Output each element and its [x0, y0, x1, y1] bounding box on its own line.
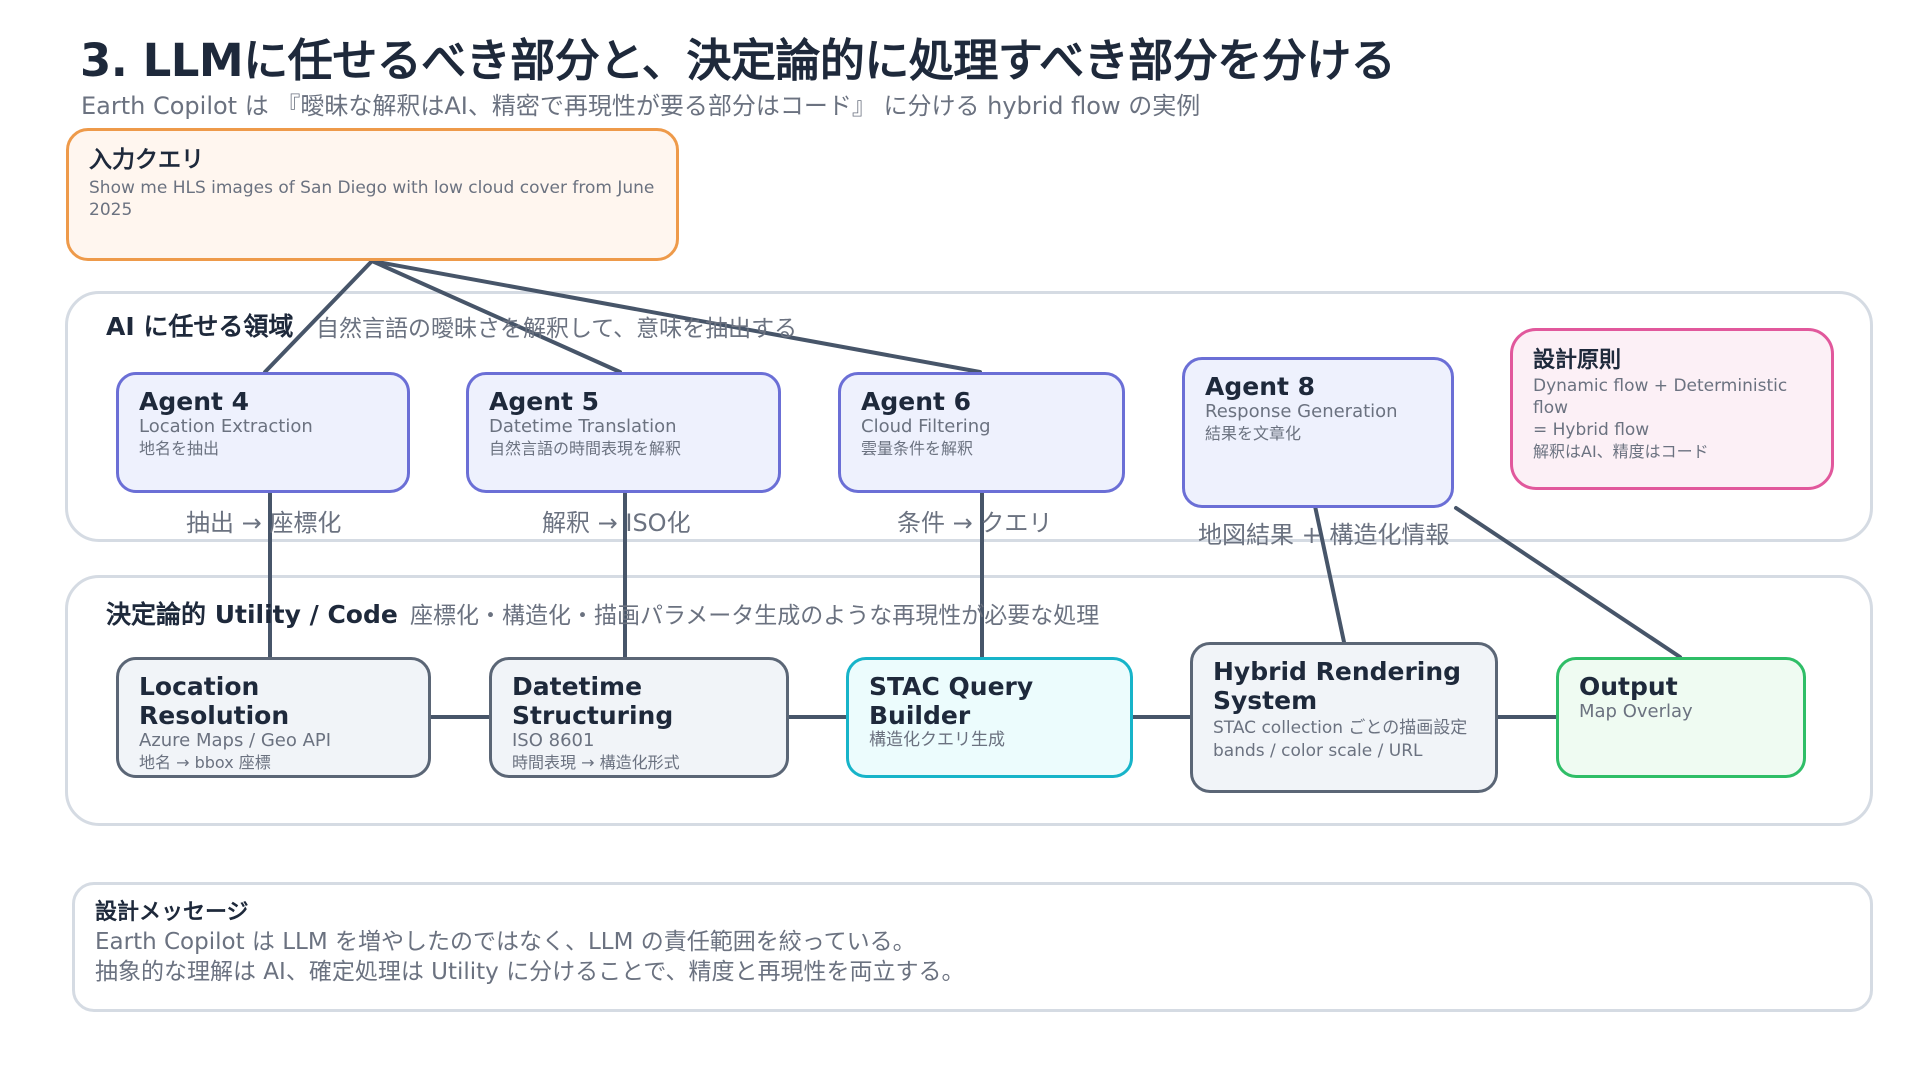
connector-query-agent5: [370, 259, 622, 374]
agent-subtitle: Cloud Filtering: [861, 416, 991, 437]
utility-title: Hybrid Rendering System: [1213, 657, 1462, 715]
page-title: 3. LLMに任せるべき部分と、決定論的に処理すべき部分を分ける: [80, 34, 1396, 87]
utility-title: Location Resolution: [139, 672, 290, 730]
agent-subtitle: Response Generation: [1205, 401, 1398, 422]
agent-8-node: Agent 8 Response Generation 結果を文章化: [1182, 357, 1454, 508]
connector-rendering-agent8: [1313, 504, 1346, 644]
utility-title: STAC Query Builder: [869, 672, 1034, 730]
message-line: 抽象的な理解は AI、確定処理は Utility に分けることで、精度と再現性を…: [95, 959, 965, 985]
principle-line: = Hybrid flow: [1533, 420, 1650, 440]
agent-title: Agent 8: [1205, 372, 1316, 401]
edge-label-agent5: 解釈 → ISO化: [542, 509, 691, 537]
stac-query-builder-node: STAC Query Builder 構造化クエリ生成: [846, 657, 1133, 778]
message-title: 設計メッセージ: [95, 900, 249, 925]
principle-line: 解釈はAI、精度はコード: [1533, 442, 1709, 461]
message-line: Earth Copilot は LLM を増やしたのではなく、LLM の責任範囲…: [95, 929, 916, 955]
utility-line: 時間表現 → 構造化形式: [512, 753, 680, 772]
utility-line: 構造化クエリ生成: [869, 730, 1005, 750]
ai-panel-description: 自然言語の曖昧さを解釈して、意味を抽出する: [316, 316, 798, 342]
agent-title: Agent 4: [139, 387, 250, 416]
ai-panel-heading: AI に任せる領域: [106, 312, 294, 341]
agent-6-node: Agent 6 Cloud Filtering 雲量条件を解釈: [838, 372, 1125, 493]
agent-4-node: Agent 4 Location Extraction 地名を抽出: [116, 372, 410, 493]
utility-line: bands / color scale / URL: [1213, 741, 1423, 761]
edge-label-agent4: 抽出 → 座標化: [186, 509, 342, 537]
utility-title: Output: [1579, 672, 1678, 701]
agent-note: 雲量条件を解釈: [861, 439, 974, 458]
input-query-text: Show me HLS images of San Diego with low…: [89, 178, 655, 220]
utility-line: Azure Maps / Geo API: [139, 730, 332, 751]
agent-title: Agent 6: [861, 387, 972, 416]
principle-title: 設計原則: [1533, 348, 1622, 373]
agent-note: 自然言語の時間表現を解釈: [489, 439, 682, 458]
connector-agent8-output: [1454, 506, 1682, 659]
design-principle-box: 設計原則 Dynamic flow + Deterministic flow =…: [1510, 328, 1834, 490]
agent-note: 地名を抽出: [139, 439, 220, 458]
utility-panel-heading: 決定論的 Utility / Code: [106, 600, 398, 629]
utility-line: STAC collection ごとの描画設定: [1213, 718, 1468, 738]
datetime-structuring-node: Datetime Structuring ISO 8601 時間表現 → 構造化…: [489, 657, 789, 778]
connector-query-agent6: [370, 259, 982, 374]
edge-label-agent8: 地図結果 + 構造化情報: [1198, 521, 1450, 549]
edge-label-agent6: 条件 → クエリ: [897, 509, 1053, 537]
utility-line: Map Overlay: [1579, 701, 1693, 722]
utility-panel-description: 座標化・構造化・描画パラメータ生成のような再現性が必要な処理: [410, 603, 1100, 629]
utility-line: ISO 8601: [512, 730, 595, 751]
page-subtitle: Earth Copilot は 『曖昧な解釈はAI、精密で再現性が要る部分はコー…: [81, 92, 1201, 120]
agent-5-node: Agent 5 Datetime Translation 自然言語の時間表現を解…: [466, 372, 781, 493]
location-resolution-node: Location Resolution Azure Maps / Geo API…: [116, 657, 431, 778]
hybrid-rendering-node: Hybrid Rendering System STAC collection …: [1190, 642, 1498, 793]
input-query-title: 入力クエリ: [89, 147, 204, 173]
output-node: Output Map Overlay: [1556, 657, 1806, 778]
agent-title: Agent 5: [489, 387, 600, 416]
utility-title: Datetime Structuring: [512, 672, 674, 730]
principle-line: Dynamic flow + Deterministic flow: [1533, 376, 1788, 418]
agent-subtitle: Datetime Translation: [489, 416, 677, 437]
connector-query-agent4: [263, 259, 374, 374]
agent-note: 結果を文章化: [1205, 424, 1302, 443]
agent-subtitle: Location Extraction: [139, 416, 313, 437]
input-query-box: 入力クエリ Show me HLS images of San Diego wi…: [66, 128, 679, 261]
design-message-box: 設計メッセージ Earth Copilot は LLM を増やしたのではなく、L…: [72, 882, 1873, 1012]
utility-line: 地名 → bbox 座標: [139, 753, 271, 772]
